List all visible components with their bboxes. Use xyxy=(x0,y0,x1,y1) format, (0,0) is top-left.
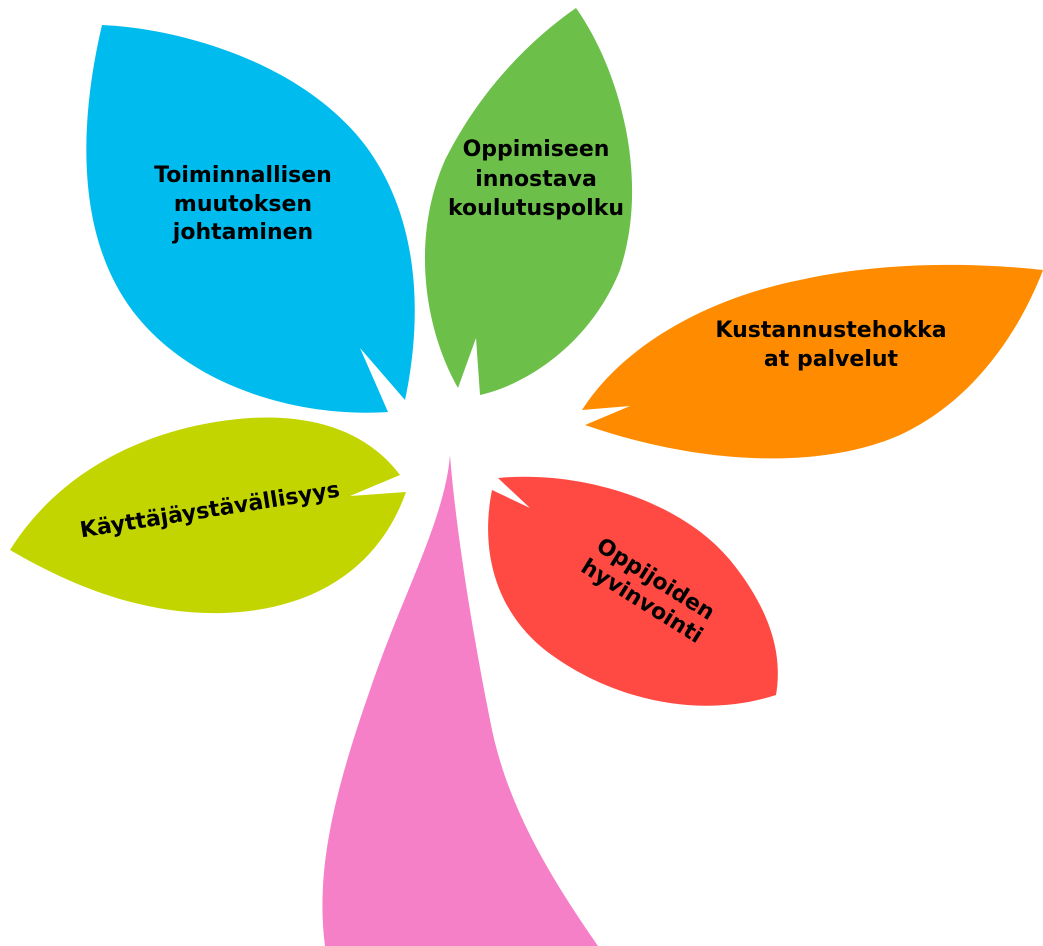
petal-blue xyxy=(86,25,415,413)
label-kustannustehokkaat-palvelut: Kustannustehokka at palvelut xyxy=(715,318,947,372)
petal-orange xyxy=(582,264,1043,459)
petal-green xyxy=(424,8,633,395)
petal-yellow xyxy=(10,417,406,614)
label-toiminnallisen-muutoksen-johtaminen: Toiminnallisen muutoksen johtaminen xyxy=(154,163,332,246)
petal-red xyxy=(488,476,778,706)
label-oppimiseen-innostava-koulutuspolku: Oppimiseen innostava koulutuspolku xyxy=(448,137,624,222)
flower-stem xyxy=(322,455,598,946)
